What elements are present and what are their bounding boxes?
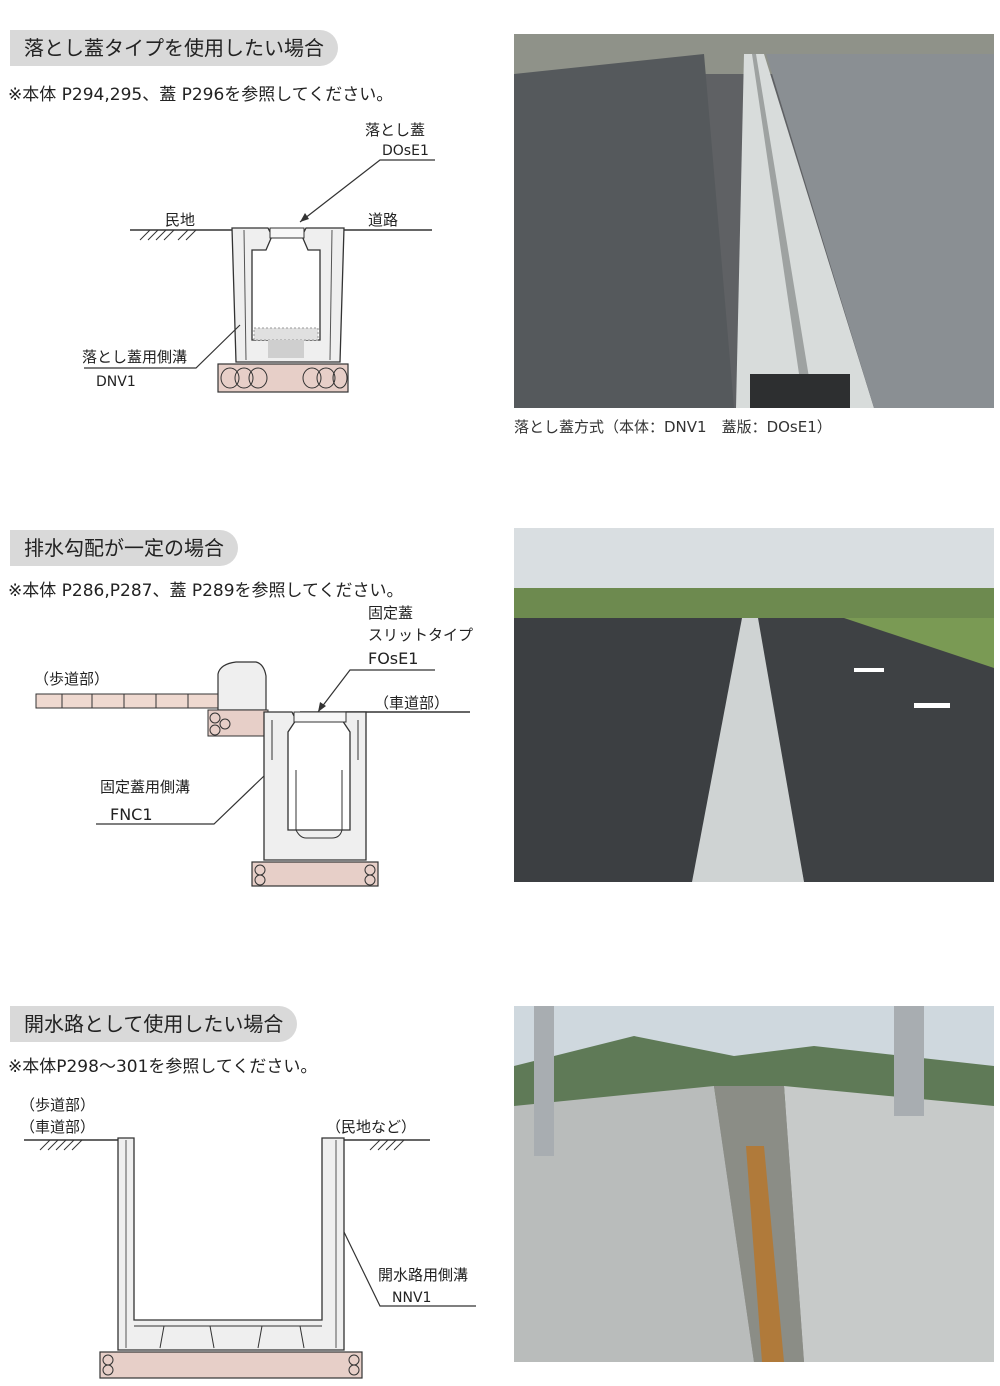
drop-cover-diagram: 落とし蓋 DOsE1 民地 道路 xyxy=(0,110,480,410)
left-ground-label: （歩道部） xyxy=(34,670,109,688)
section-note: ※本体P298～301を参照してください。 xyxy=(8,1057,318,1077)
right-ground-label: 道路 xyxy=(368,211,398,229)
section-heading: 排水勾配が一定の場合 xyxy=(10,530,238,566)
body-code-label: DNV1 xyxy=(96,374,136,390)
section-fixed-cover: 排水勾配が一定の場合 ※本体 P286,P287、蓋 P289を参照してください… xyxy=(0,460,1000,940)
cover-name-label: 落とし蓋 xyxy=(365,121,425,139)
section-heading: 落とし蓋タイプを使用したい場合 xyxy=(10,30,338,66)
body-name-label: 固定蓋用側溝 xyxy=(100,778,190,796)
fixed-cover-diagram: 固定蓋 スリットタイプ FOsE1 （歩道部） （車道部） xyxy=(0,600,500,900)
left-ground-label-2: （車道部） xyxy=(20,1118,95,1136)
cover-code-label: DOsE1 xyxy=(382,143,429,159)
road-gutter-photo xyxy=(514,34,994,408)
section-note: ※本体 P286,P287、蓋 P289を参照してください。 xyxy=(8,581,404,601)
cover-name-label-2: スリットタイプ xyxy=(368,626,473,644)
road-median-gutter-photo xyxy=(514,528,994,882)
photo-caption: 落とし蓋方式（本体：DNV1 蓋版：DOsE1） xyxy=(514,418,832,436)
section-drop-cover: 落とし蓋タイプを使用したい場合 ※本体 P294,295、蓋 P296を参照して… xyxy=(0,0,1000,460)
left-ground-label-1: （歩道部） xyxy=(20,1096,95,1114)
cover-code-label: FOsE1 xyxy=(368,649,418,668)
left-ground-label: 民地 xyxy=(165,211,195,229)
section-note: ※本体 P294,295、蓋 P296を参照してください。 xyxy=(8,85,394,105)
section-heading: 開水路として使用したい場合 xyxy=(10,1006,298,1042)
body-code-label: NNV1 xyxy=(392,1290,431,1306)
body-code-label: FNC1 xyxy=(110,805,153,824)
right-ground-label: （車道部） xyxy=(374,694,449,712)
cover-name-label-1: 固定蓋 xyxy=(368,604,413,622)
open-channel-diagram: （歩道部） （車道部） （民地など） xyxy=(0,1080,500,1380)
right-ground-label: （民地など） xyxy=(326,1118,416,1136)
section-open-channel: 開水路として使用したい場合 ※本体P298～301を参照してください。 （歩道部… xyxy=(0,940,1000,1386)
open-channel-photo xyxy=(514,1006,994,1362)
body-name-label: 開水路用側溝 xyxy=(378,1266,468,1284)
body-name-label: 落とし蓋用側溝 xyxy=(82,348,187,366)
